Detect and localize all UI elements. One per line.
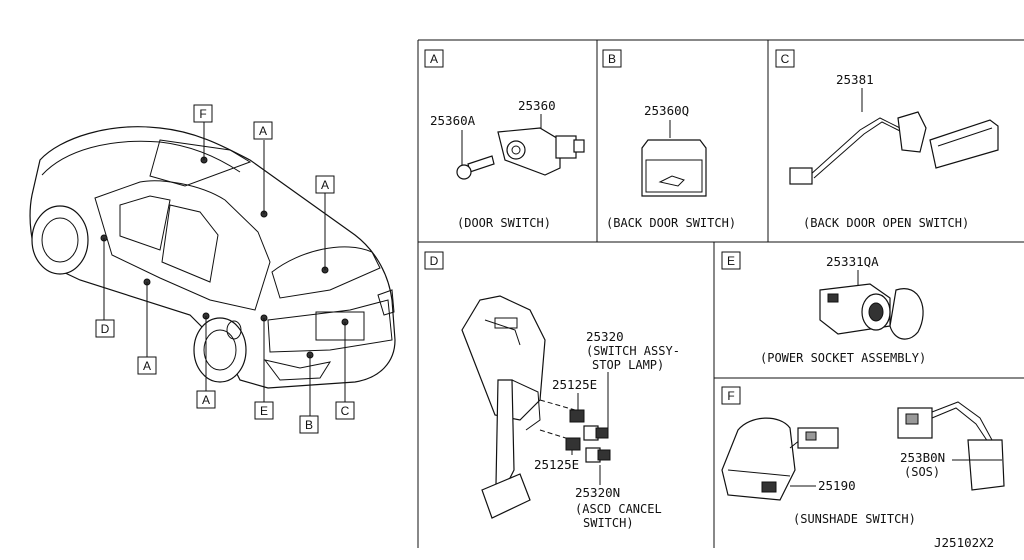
power-socket-icon — [819, 283, 924, 340]
note-ascd-cancel: (ASCD CANCEL — [575, 502, 662, 516]
note-switch-assy: (SWITCH ASSY- — [586, 344, 680, 358]
vehicle-illustration — [29, 126, 396, 389]
panel-e-caption: (POWER SOCKET ASSEMBLY) — [760, 351, 926, 365]
callout-e: E — [254, 401, 274, 420]
panel-f-caption: (SUNSHADE SWITCH) — [793, 512, 916, 526]
panel-a: A 25360A 25360 (DOOR SWITCH) — [424, 49, 585, 230]
callout-b: B — [299, 415, 319, 434]
panel-c-letter: C — [781, 52, 790, 66]
stop-lamp-switch-icon — [569, 409, 609, 441]
svg-text:C: C — [341, 404, 350, 418]
callout-c: C — [335, 401, 355, 420]
note-stop-lamp: STOP LAMP) — [592, 358, 664, 372]
svg-text:A: A — [259, 124, 267, 138]
note-sos: (SOS) — [904, 465, 940, 479]
panel-d-letter: D — [430, 254, 439, 268]
panel-e: E 25331QA (POWER SOCKET ASSEMBLY) — [721, 251, 926, 365]
callout-leaders — [103, 122, 346, 416]
svg-text:A: A — [321, 178, 329, 192]
panel-a-letter: A — [430, 52, 438, 66]
svg-text:F: F — [199, 107, 206, 121]
part-25360q: 25360Q — [644, 103, 689, 118]
part-25360: 25360 — [518, 98, 556, 113]
panel-b: B 25360Q (BACK DOOR SWITCH) — [602, 49, 736, 230]
part-25320: 25320 — [586, 329, 624, 344]
callout-a-rear-door: A — [196, 390, 216, 409]
svg-text:A: A — [202, 393, 210, 407]
callout-a-roof: A — [253, 121, 273, 140]
note-switch: SWITCH) — [583, 516, 634, 530]
panel-e-letter: E — [727, 254, 735, 268]
callout-a-door: A — [137, 356, 157, 375]
part-25190: 25190 — [818, 478, 856, 493]
part-253b0n: 253B0N — [900, 450, 945, 465]
pedal-assembly-icon — [461, 295, 546, 519]
part-25360a: 25360A — [430, 113, 476, 128]
svg-text:E: E — [260, 404, 268, 418]
panel-f: F 25190 253B0N (SOS) (SUNSHADE SWITCH) — [721, 386, 1005, 526]
callout-f: F — [193, 104, 213, 123]
panel-d: D 25320 (SWITCH ASSY- STOP LAMP) 25125E … — [424, 251, 680, 530]
panel-b-caption: (BACK DOOR SWITCH) — [606, 216, 736, 230]
callout-a-rear: A — [315, 175, 335, 194]
ascd-cancel-switch-icon — [565, 437, 611, 463]
sos-switch-icon — [897, 401, 1005, 491]
door-switch-icon — [456, 127, 585, 180]
back-door-switch-icon — [641, 139, 707, 197]
panel-c: C 25381 (BACK DOOR OPEN SWITCH) — [775, 49, 999, 230]
sunshade-switch-icon — [721, 417, 839, 501]
svg-text:D: D — [101, 322, 110, 336]
panel-f-letter: F — [727, 389, 734, 403]
panel-b-letter: B — [608, 52, 616, 66]
part-25331qa: 25331QA — [826, 254, 879, 269]
panel-frame — [417, 39, 1024, 548]
part-25381: 25381 — [836, 72, 874, 87]
svg-text:B: B — [305, 418, 313, 432]
part-25125e-upper: 25125E — [552, 377, 597, 392]
back-door-open-switch-icon — [789, 111, 999, 185]
part-25320n: 25320N — [575, 485, 620, 500]
panel-a-caption: (DOOR SWITCH) — [457, 216, 551, 230]
part-25125e-lower: 25125E — [534, 457, 579, 472]
diagram-code: J25102X2 — [934, 535, 994, 550]
callout-d: D — [95, 319, 115, 338]
panel-c-caption: (BACK DOOR OPEN SWITCH) — [803, 216, 969, 230]
svg-text:A: A — [143, 359, 151, 373]
